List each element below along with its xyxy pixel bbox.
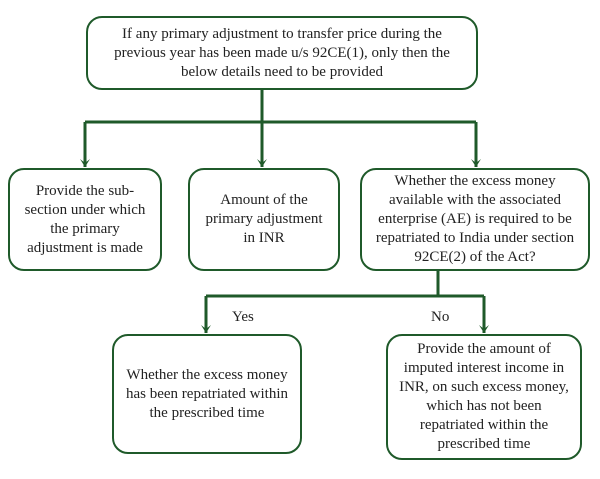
root-node: If any primary adjustment to transfer pr… [86, 16, 478, 90]
root-node-text: If any primary adjustment to transfer pr… [114, 25, 450, 80]
yes-label: Yes [232, 309, 254, 325]
no-outcome-node: Provide the amount of imputed interest i… [386, 334, 582, 460]
no-outcome-node-text: Provide the amount of imputed interest i… [399, 341, 569, 452]
yes-outcome-node-text: Whether the excess money has been repatr… [125, 366, 289, 421]
subsection-node-text: Provide the sub-section under which the … [24, 182, 146, 256]
yes-outcome-node: Whether the excess money has been repatr… [112, 334, 302, 454]
amount-node: Amount of the primary adjustment in INR [188, 168, 340, 271]
amount-node-text: Amount of the primary adjustment in INR [205, 192, 323, 246]
repatriation-question-node-text: Whether the excess money available with … [375, 173, 575, 265]
subsection-node: Provide the sub-section under which the … [8, 168, 162, 271]
no-label: No [431, 309, 450, 325]
repatriation-question-node: Whether the excess money available with … [360, 168, 590, 271]
